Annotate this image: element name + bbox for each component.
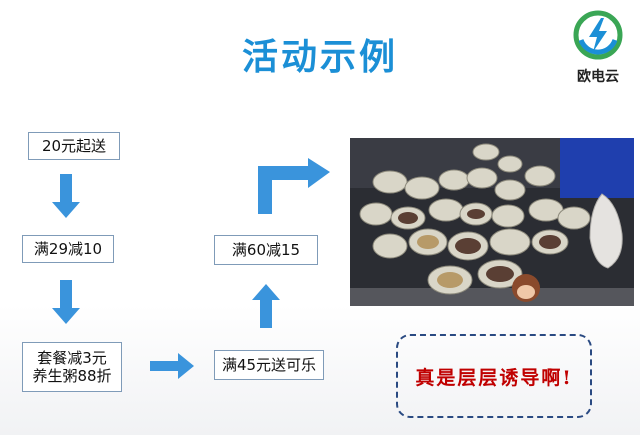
flow-step-combo-discount: 套餐减3元 养生粥88折 [22,342,122,392]
logo-name: 欧电云 [577,69,619,85]
callout-box: 真是层层诱导啊! [396,334,592,418]
arrow-right-icon [150,353,194,379]
logo: 欧电云 [565,10,631,88]
photo-illustration [350,138,634,306]
arrow-up-icon [252,284,280,328]
flow-step-gift: 满45元送可乐 [214,350,324,380]
arrow-down-icon [52,280,80,324]
combo-discount-line: 套餐减3元 [37,349,107,367]
takeout-porridge-containers-photo [350,138,634,306]
page-title: 活动示例 [241,37,398,78]
flow-step-discount-1: 满29减10 [22,235,114,263]
flow-step-min-order: 20元起送 [28,132,120,160]
lightning-circle-icon [573,10,623,60]
porridge-discount-line: 养生粥88折 [32,367,112,385]
flow-step-discount-2: 满60减15 [214,235,318,265]
arrow-bend-up-right-icon [258,158,330,214]
arrow-down-icon [52,174,80,218]
